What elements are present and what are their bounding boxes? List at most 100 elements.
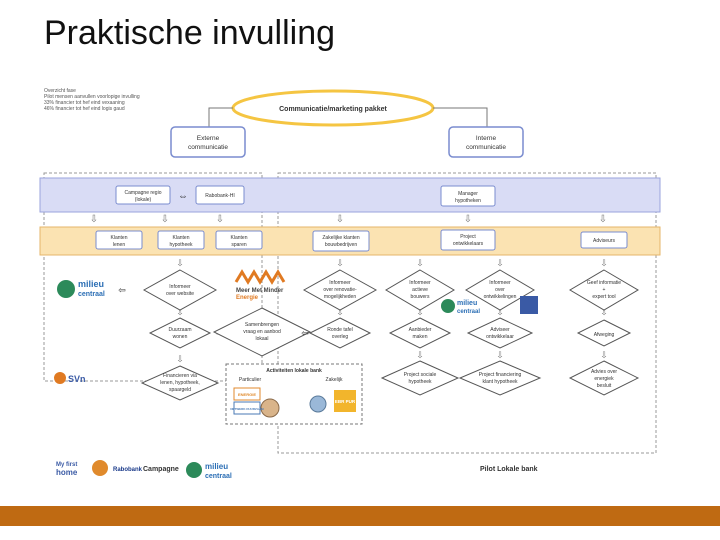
down-arrows: ⇩ ⇩ ⇩ ⇩ ⇩ ⇩ ⇩ ⇩ ⇩ ⇩ ⇩ ⇩ ⇩ ⇩ [176, 258, 608, 364]
project-developers-label: Project [460, 234, 476, 240]
business-label: Zakelijk [326, 377, 343, 383]
internal-communication-label: Interne [476, 135, 497, 142]
finance-options-diamond [140, 365, 220, 401]
campaign-footer-label: Campagne [143, 466, 179, 473]
svg-text:⇩: ⇩ [416, 307, 424, 317]
client-savings-box [215, 230, 263, 250]
sustainable-network-text: NETWERK DUURZAAM [230, 407, 264, 411]
svg-text:⇩: ⇩ [416, 350, 424, 360]
campaign-label: (lokale) [135, 197, 152, 203]
svg-text:⇩: ⇩ [176, 258, 184, 268]
left-arrow: ⇦ [118, 285, 126, 295]
sustainable-living-label: Duurzaam [168, 327, 191, 333]
inform-website-label: Informeer [169, 284, 191, 290]
inform-business-diamond [302, 269, 378, 311]
client-borrow-label: lenen [113, 242, 125, 248]
svg-text:⇩: ⇩ [336, 307, 344, 317]
svg-text:milieu: milieu [457, 300, 477, 307]
svg-text:centraal: centraal [457, 309, 480, 315]
finance-options-label: spaargeld [169, 387, 191, 393]
client-savings-label: Klanten [231, 235, 248, 241]
round-table-diamond [308, 317, 372, 349]
rabobank-label: Rabobank-HI [205, 193, 234, 199]
svg-text:⇩: ⇩ [336, 258, 344, 268]
svg-text:milieu: milieu [205, 462, 228, 471]
svg-text:Energie: Energie [236, 295, 259, 301]
svg-text:⇩: ⇩ [496, 350, 504, 360]
project-financing-label: klant hypotheek [482, 379, 518, 385]
finance-options-label: lenen, hypotheek, [160, 380, 199, 386]
internal-communication-box [448, 126, 524, 158]
client-mortgage-label: hypotheek [169, 242, 193, 248]
inform-website-diamond [142, 269, 218, 311]
campaign-box [115, 185, 171, 205]
client-mortgage-box [157, 230, 205, 250]
connector-line [433, 107, 488, 127]
svg-text:⇩: ⇩ [176, 307, 184, 317]
sustainable-living-diamond [148, 317, 212, 349]
manager-label: Manager [458, 191, 478, 197]
svg-text:⇩: ⇩ [600, 350, 608, 360]
round-table-label: overleg [332, 334, 349, 340]
svg-text:⇩: ⇩ [336, 214, 344, 225]
business-clients-box [312, 230, 370, 252]
svg-text:⇩: ⇩ [496, 258, 504, 268]
svg-text:⇩: ⇩ [416, 258, 424, 268]
match-supply-demand-label: lokaal [255, 336, 268, 342]
advisor-info-label: Geef informatie [587, 280, 621, 286]
provider-label: maken [412, 334, 427, 340]
left-arrow: ⇦ [301, 328, 309, 338]
svg-text:SVn: SVn [68, 374, 86, 384]
client-mortgage-label: Klanten [173, 235, 190, 241]
external-communication-box [170, 126, 246, 158]
advise-developer-label: ontwikkelaar [486, 334, 514, 340]
double-arrow: ⇔ [178, 191, 188, 202]
manager-label: hypotheken [455, 198, 481, 204]
advisor-info-diamond [569, 269, 639, 311]
note-line: 33% financier tot hef eind vexaaning [44, 100, 125, 106]
svg-text:⇩: ⇩ [599, 214, 607, 225]
match-supply-demand-label: Samenbrengen [245, 322, 279, 328]
project-social-mortgage-diamond [380, 360, 460, 396]
milieu-centraal-logo: milieu centraal [186, 462, 232, 480]
client-borrow-label: Klanten [111, 235, 128, 241]
advice-decision-label: besluit [597, 383, 612, 389]
advisors-label: Adviseurs [593, 238, 615, 244]
government-crest-icon [520, 296, 538, 314]
down-arrows: ⇩ ⇩ ⇩ ⇩ ⇩ ⇩ [90, 214, 607, 225]
inform-builders-label: Informeer [409, 280, 431, 286]
rabobank-logo: Rabobank [113, 467, 143, 473]
provider-label: Aanbieder [409, 327, 432, 333]
svg-text:⇩: ⇩ [496, 307, 504, 317]
provider-diamond [388, 317, 452, 349]
consideration-diamond [576, 319, 632, 347]
inform-developments-label: Informeer [489, 280, 511, 286]
rabobank-box [195, 185, 245, 205]
svg-text:⇩: ⇩ [161, 214, 169, 225]
sustainable-living-label: wonen [173, 334, 188, 340]
svg-text:⇩: ⇩ [176, 354, 184, 364]
project-developers-label: ontwikkelaars [453, 241, 484, 247]
energy-logo-text: ENERGIE [238, 392, 256, 397]
inform-developments-label: ontwikkelingen [484, 294, 517, 300]
advisor-info-label: + [603, 287, 606, 293]
internal-dashed-frame [277, 172, 657, 454]
svg-text:⇩: ⇩ [216, 214, 224, 225]
sustainable-network-icon [233, 401, 261, 415]
advice-decision-diamond [568, 360, 640, 396]
inform-website-label: over website [166, 291, 194, 297]
inform-business-label: over renovatie- [323, 287, 357, 293]
inform-business-label: mogelijkheden [324, 294, 356, 300]
business-clients-label: Zakelijke klanten [322, 235, 359, 241]
milieu-centraal-logo: milieu centraal [441, 299, 480, 315]
project-developers-box [440, 229, 496, 251]
inform-developments-label: over [495, 287, 505, 293]
consideration-label: Afweging [594, 332, 615, 338]
svg-text:⇩: ⇩ [90, 214, 98, 225]
svg-text:milieu: milieu [78, 279, 104, 289]
note-line: 46% financier tot hef eind logis gaud [44, 106, 125, 112]
advise-developer-diamond [466, 317, 534, 349]
project-social-mortgage-label: Project sociale [404, 372, 437, 378]
advise-developer-label: Adviseer [490, 327, 510, 333]
